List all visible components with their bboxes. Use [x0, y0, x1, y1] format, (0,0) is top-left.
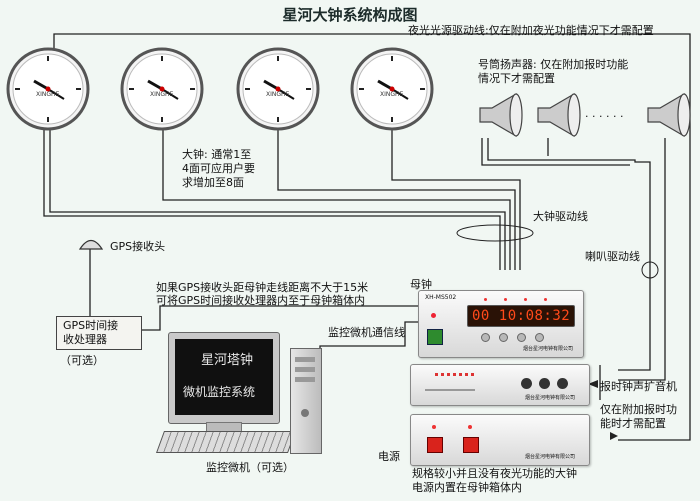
clock-brand: XINGHE: [36, 91, 60, 98]
tower-power-button[interactable]: [301, 409, 309, 417]
clock-brand: XINGHE: [380, 91, 404, 98]
monitor-title: 星河塔钟: [201, 353, 254, 368]
indicator-led-3: [524, 298, 527, 301]
horn-driver-label: 喇叭驱动线: [585, 250, 640, 263]
horn-speaker-icon: [537, 92, 581, 138]
monitor: 星河塔钟 微机监控系统: [168, 332, 280, 424]
horn-speaker-icon: [479, 92, 523, 138]
monitor-comm-label: 监控微机通信线: [328, 326, 405, 339]
amp-slot: [425, 389, 475, 391]
amp-maker: 烟台星河电钟有限公司: [525, 395, 576, 401]
page-title: 星河大钟系统构成图: [282, 6, 418, 24]
psu-led-2: [468, 425, 472, 429]
drive-bay-3: [295, 377, 315, 382]
monitor-screen: 星河塔钟 微机监控系统: [175, 339, 273, 415]
gps-processor-label-line1: GPS时间接: [63, 319, 119, 332]
clock-face-icon: [120, 47, 204, 131]
clock-2: XINGHE: [120, 47, 204, 131]
indicator-led-2: [504, 298, 507, 301]
psu-led-1: [432, 425, 436, 429]
gps-antenna-icon: [78, 239, 104, 250]
gps-distance-note-line1: 如果GPS接收头距母钟走线距离不大于15米: [156, 281, 369, 294]
mother-clock-model: XH-MS502: [425, 294, 457, 301]
amp-knob-1[interactable]: [521, 378, 532, 389]
power-switch-1[interactable]: [427, 437, 443, 453]
monitor-subtitle: 微机监控系统: [183, 385, 256, 399]
big-clock-note-line2: 4面可应用户要: [182, 162, 255, 175]
power-switch-2[interactable]: [463, 437, 479, 453]
mother-clock-display: 00 10:08:32: [467, 305, 575, 327]
clock-brand: XINGHE: [266, 91, 290, 98]
power-supply-device: 烟台星河电钟有限公司: [410, 414, 590, 466]
green-control-button[interactable]: [427, 329, 443, 345]
chime-note-line1: 仅在附加报时功: [600, 403, 677, 416]
gps-processor-label-line2: 收处理器: [63, 333, 107, 346]
drive-bay-2: [295, 367, 315, 372]
gps-processor-box: GPS时间接 收处理器: [56, 316, 142, 350]
power-led: [431, 313, 436, 318]
clock-face-icon: [6, 47, 90, 131]
chime-amp-label: 报时钟声扩音机: [600, 380, 677, 393]
psu-maker: 烟台星河电钟有限公司: [525, 454, 576, 460]
pc-tower: [290, 348, 322, 454]
mother-clock-label: 母钟: [410, 278, 432, 291]
power-note-line2: 电源内置在母钟箱体内: [412, 481, 522, 494]
amp-knob-2[interactable]: [539, 378, 550, 389]
gps-optional-label: （可选）: [60, 354, 104, 367]
speaker-note-line2: 情况下才需配置: [478, 72, 555, 85]
monitor-pc-label: 监控微机（可选）: [206, 461, 294, 474]
clock-1: XINGHE: [6, 47, 90, 131]
big-clock-note-line3: 求增加至8面: [182, 176, 244, 189]
big-clock-note-line1: 大钟: 通常1至: [182, 148, 252, 161]
power-note-line1: 规格较小并且没有夜光功能的大钟: [412, 467, 577, 480]
power-label: 电源: [378, 450, 400, 463]
amp-knob-3[interactable]: [557, 378, 568, 389]
drive-bay-1: [295, 357, 315, 362]
night-light-label: 夜光光源驱动线:仅在附加夜光功能情况下才需配置: [408, 24, 654, 37]
chime-amplifier-device: 烟台星河电钟有限公司: [410, 364, 590, 406]
clock-face-icon: [236, 47, 320, 131]
mother-clock-device: XH-MS502 00 10:08:32 烟台星河电钟有限公司: [418, 290, 584, 358]
panel-button-2[interactable]: [499, 333, 508, 342]
gps-distance-note-line2: 可将GPS时间接收处理器内至于母钟箱体内: [156, 294, 366, 307]
panel-button-3[interactable]: [517, 333, 526, 342]
amp-red-dots: [435, 373, 475, 376]
chime-note-line2: 能时才需配置: [600, 417, 666, 430]
big-clock-driver-label: 大钟驱动线: [533, 210, 588, 223]
panel-button-1[interactable]: [481, 333, 490, 342]
clock-4: XINGHE: [350, 47, 434, 131]
clock-face-icon: [350, 47, 434, 131]
gps-antenna-label: GPS接收头: [110, 240, 166, 253]
keyboard: [155, 431, 297, 453]
speaker-dots: · · · · · ·: [585, 110, 624, 123]
clock-brand: XINGHE: [150, 91, 174, 98]
time-display: 00 10:08:32: [472, 308, 571, 324]
clock-3: XINGHE: [236, 47, 320, 131]
horn-speaker-icon: [647, 92, 691, 138]
indicator-led-4: [544, 298, 547, 301]
panel-button-4[interactable]: [535, 333, 544, 342]
indicator-led-1: [484, 298, 487, 301]
mother-clock-maker: 烟台星河电钟有限公司: [523, 346, 574, 352]
speaker-note-line1: 号筒扬声器: 仅在附加报时功能: [478, 58, 629, 71]
